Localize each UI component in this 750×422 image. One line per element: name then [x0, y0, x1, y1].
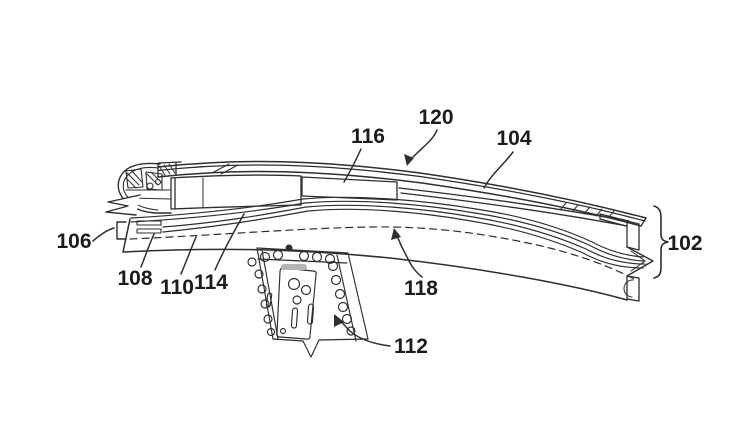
underglass-strip	[398, 187, 630, 227]
ref-label-106: 106	[56, 230, 92, 253]
ref-label-104: 104	[496, 127, 532, 150]
arrowhead-120	[404, 154, 414, 166]
leader-120	[412, 129, 438, 158]
ref-label-114: 114	[194, 271, 228, 294]
leader-lines	[92, 129, 514, 347]
leader-118	[396, 235, 423, 278]
ref-label-118: 118	[404, 277, 438, 300]
ref-label-108: 108	[117, 267, 153, 290]
glass-panel-104	[157, 160, 647, 227]
leader-114	[214, 213, 245, 271]
arrowhead-118	[391, 228, 401, 240]
leader-110	[180, 236, 197, 275]
leader-108	[140, 233, 155, 268]
attachment-plate-116	[301, 176, 398, 201]
bracket-112	[247, 244, 369, 358]
arrowhead-112	[334, 314, 344, 327]
ref-label-110: 110	[160, 276, 194, 299]
ref-label-116: 116	[351, 125, 385, 148]
ref-label-112: 112	[394, 335, 428, 358]
ref-label-120: 120	[418, 106, 454, 129]
break-mark-left	[105, 194, 141, 216]
brace-102	[653, 205, 669, 279]
leader-104	[483, 151, 514, 189]
hidden-edge-118	[129, 226, 637, 281]
leader-116	[343, 148, 362, 183]
header-box	[170, 174, 302, 210]
ref-label-102: 102	[667, 232, 703, 255]
right-end-section	[623, 220, 654, 302]
layer-stack	[130, 196, 646, 269]
leader-106	[92, 227, 115, 242]
